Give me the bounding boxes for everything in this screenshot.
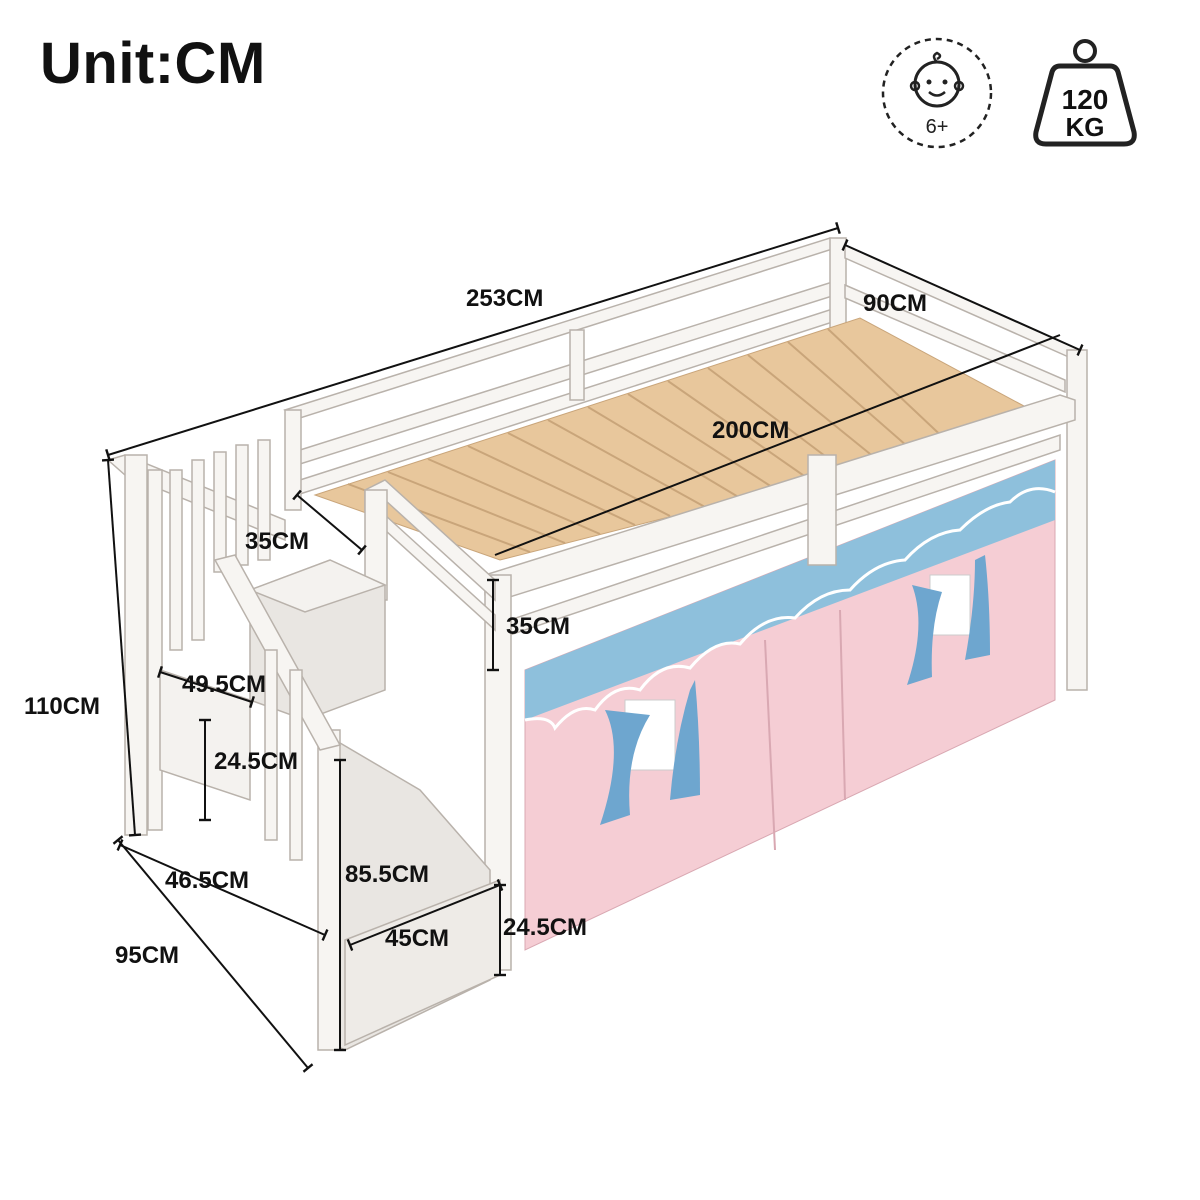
- unit-title: Unit:CM: [40, 31, 266, 96]
- dim-total-height: 110CM: [24, 693, 101, 720]
- dim-width: 90CM: [863, 290, 928, 317]
- dim-step-depth-top: 49.5CM: [182, 671, 267, 698]
- age-badge: 6+: [880, 36, 994, 150]
- dimension-lines: [101, 221, 1084, 1073]
- dim-end-rail-height: 35CM: [245, 528, 310, 555]
- dim-total-length: 253CM: [466, 285, 544, 312]
- dim-mattress-length: 200CM: [712, 417, 790, 444]
- weight-icon: [1033, 39, 1137, 147]
- weight-badge: 120 KG: [1030, 36, 1140, 150]
- dim-stair-height: 85.5CM: [345, 861, 430, 888]
- dim-stair-width: 46.5CM: [165, 867, 250, 894]
- dim-stair-total-depth: 95CM: [115, 942, 180, 969]
- baby-face-icon: [881, 37, 993, 149]
- dim-step-height-lower: 24.5CM: [503, 914, 588, 941]
- weight-unit: KG: [1065, 112, 1105, 142]
- weight-value: 120: [1061, 84, 1109, 115]
- dim-side-rail-height: 35CM: [506, 613, 571, 640]
- age-label: 6+: [925, 116, 949, 138]
- dim-step-height-upper: 24.5CM: [214, 748, 299, 775]
- play-tent-curtain: [524, 459, 1056, 951]
- dim-step-depth-bottom: 45CM: [385, 925, 450, 952]
